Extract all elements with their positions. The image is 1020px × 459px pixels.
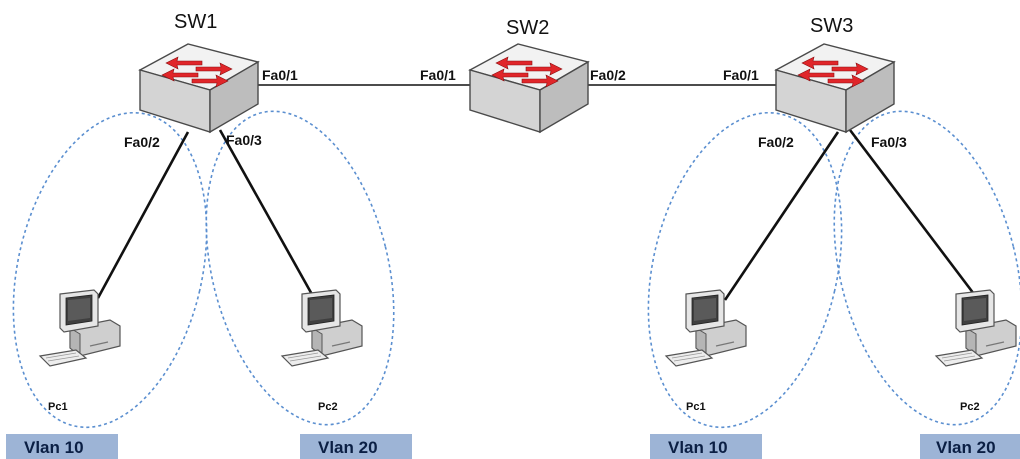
vlan10-right-ellipse xyxy=(647,111,843,429)
vlan10-right-label: Vlan 10 xyxy=(668,438,728,457)
link-sw3-pc1 xyxy=(723,131,840,301)
vlan10-right-badge: Vlan 10 xyxy=(650,434,762,459)
pc1-left-label: Pc1 xyxy=(48,401,68,413)
sw1-port-fa02: Fa0/2 xyxy=(124,134,160,150)
pc2-left-label: Pc2 xyxy=(318,401,338,413)
vlan20-right-badge: Vlan 20 xyxy=(920,434,1020,459)
pc2-right-computer-icon xyxy=(935,289,1017,367)
sw2-label: SW2 xyxy=(506,17,549,39)
sw2-port-fa01: Fa0/1 xyxy=(420,67,456,83)
vlan20-left-badge: Vlan 20 xyxy=(300,434,412,459)
vlan20-left-label: Vlan 20 xyxy=(318,438,378,457)
vlan20-right-ellipse xyxy=(833,110,1020,426)
vlan20-left-ellipse xyxy=(205,110,395,426)
pc1-left-computer-icon xyxy=(39,289,121,367)
link-sw1-pc2 xyxy=(218,129,316,299)
link-sw3-pc2 xyxy=(848,129,982,303)
sw3-label: SW3 xyxy=(810,15,853,37)
sw3-port-fa01: Fa0/1 xyxy=(723,67,759,83)
sw2-switch-icon xyxy=(469,43,589,133)
pc2-right-label: Pc2 xyxy=(960,401,980,413)
pc1-right-computer-icon xyxy=(665,289,747,367)
sw1-port-fa03: Fa0/3 xyxy=(226,132,262,148)
sw1-port-fa01: Fa0/1 xyxy=(262,67,298,83)
sw3-port-fa02: Fa0/2 xyxy=(758,134,794,150)
sw2-port-fa02: Fa0/2 xyxy=(590,67,626,83)
vlan10-left-badge: Vlan 10 xyxy=(6,434,118,459)
sw3-switch-icon xyxy=(775,43,895,133)
pc2-left-computer-icon xyxy=(281,289,363,367)
vlan10-left-ellipse xyxy=(12,111,208,429)
pc1-right-label: Pc1 xyxy=(686,401,706,413)
link-sw1-pc1 xyxy=(96,131,190,299)
sw1-label: SW1 xyxy=(174,11,217,33)
sw3-port-fa03: Fa0/3 xyxy=(871,134,907,150)
sw1-switch-icon xyxy=(139,43,259,133)
vlan20-right-label: Vlan 20 xyxy=(936,438,996,457)
vlan10-left-label: Vlan 10 xyxy=(24,438,84,457)
